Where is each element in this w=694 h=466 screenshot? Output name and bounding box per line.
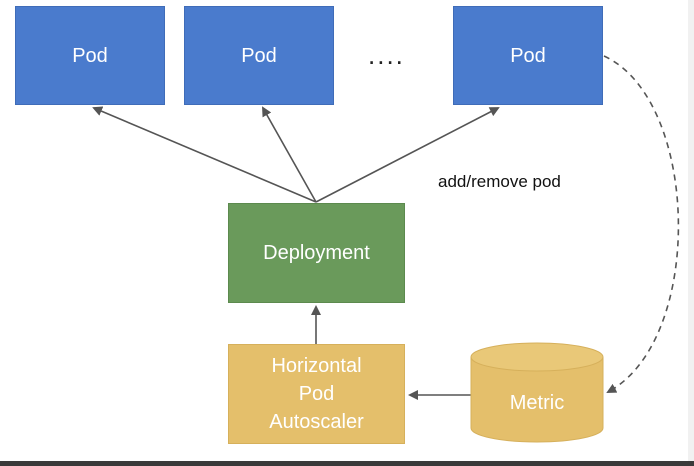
pod-label: Pod	[510, 44, 546, 67]
pod-box-3: Pod	[453, 6, 603, 105]
pod-box-2: Pod	[184, 6, 334, 105]
metric-cylinder	[470, 342, 604, 443]
pod-label: Pod	[72, 44, 108, 67]
deployment-box: Deployment	[228, 203, 405, 303]
hpa-label-line-2: Pod	[298, 383, 335, 405]
ellipsis: ....	[368, 40, 405, 70]
window-edge	[688, 0, 694, 461]
metric-label: Metric	[509, 392, 565, 414]
arrow-deployment-to-pod-1	[92, 106, 317, 203]
dashed-arrow-pod-to-metric	[603, 55, 680, 393]
hpa-label-line-1: Horizontal	[271, 355, 362, 377]
pod-box-1: Pod	[15, 6, 165, 105]
deployment-label: Deployment	[263, 242, 370, 264]
hpa-box: Horizontal Pod Autoscaler	[228, 344, 405, 444]
add-remove-pod-label: add/remove pod	[438, 172, 561, 191]
pod-label: Pod	[241, 44, 277, 67]
arrow-deployment-to-pod-2	[262, 106, 317, 203]
hpa-label-line-3: Autoscaler	[269, 411, 364, 433]
bottom-border	[0, 461, 694, 466]
arrow-deployment-to-pod-3	[315, 107, 500, 203]
